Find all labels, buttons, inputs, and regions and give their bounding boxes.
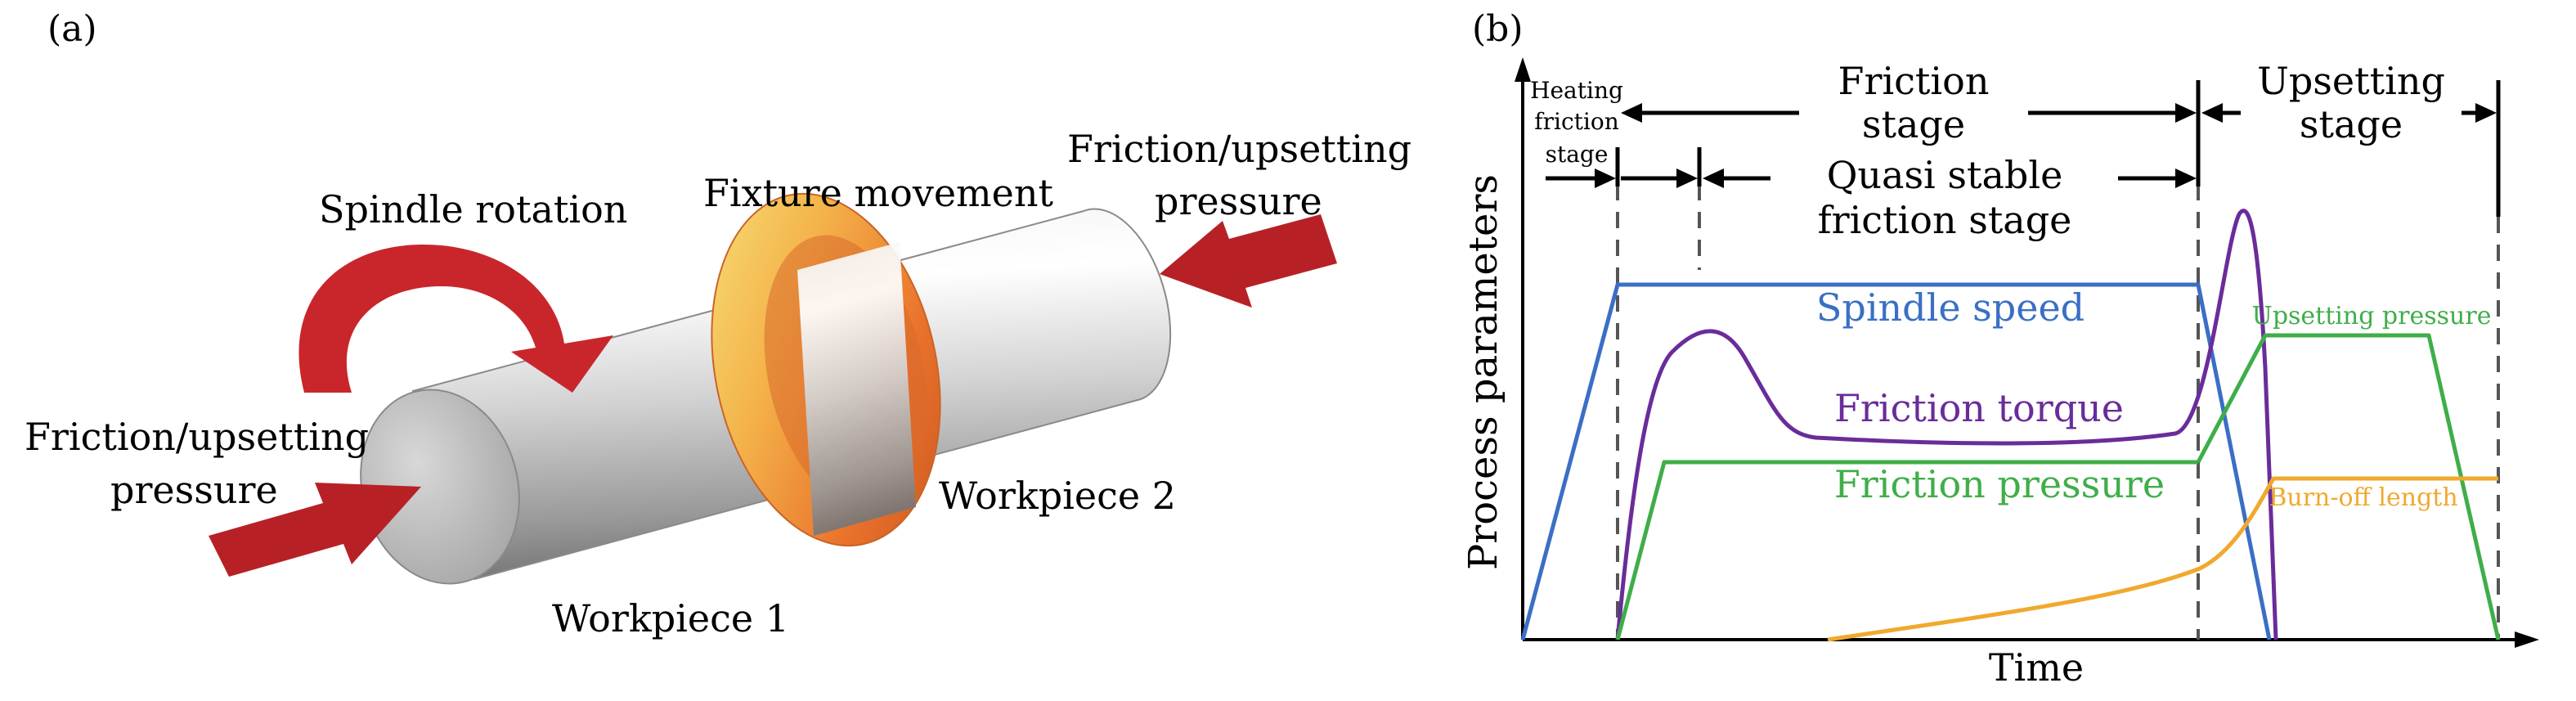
upsetting-pressure-curve [2196,333,2501,640]
upsetting-pressure-label: Upsetting pressure [2252,302,2492,330]
heating-stage-label-3: stage [1546,141,1609,168]
spindle-rotation-arrow [298,244,613,393]
friction-stage-label-1: Friction [1838,59,1990,103]
x-axis-label: Time [1989,645,2084,690]
y-axis-label: Process parameters [1461,174,1506,570]
x-axis-arrowhead [2515,631,2539,648]
pressure-left-label-2: pressure [110,468,278,512]
spindle-speed-curve [1520,282,2272,640]
workpiece-1-label: Workpiece 1 [552,596,789,640]
friction-pressure-label: Friction pressure [1834,462,2165,506]
friction-torque-curve [1615,209,2278,640]
pressure-right-label-1: Friction/upsetting [1067,127,1411,171]
heating-stage-label-2: friction [1534,108,1618,135]
pressure-left-label-1: Friction/upsetting [25,415,369,459]
heating-stage-label-1: Heating [1530,77,1623,104]
spindle-speed-label: Spindle speed [1816,285,2085,330]
pressure-right-label-2: pressure [1155,179,1322,223]
burn-off-length-curve [1827,476,2498,642]
curves [1520,209,2501,642]
stage-boundaries [1616,184,2500,640]
panel-b-label: (b) [1472,8,1524,50]
axes [1515,57,2539,648]
quasi-stage-label-2: friction stage [1818,198,2072,242]
upsetting-stage-label-1: Upsetting [2257,59,2445,103]
friction-torque-label: Friction torque [1834,386,2124,430]
panel-b: (b) Process parameters Time [1461,8,2539,690]
friction-stage-label-2: stage [1862,102,1965,146]
fixture-ring [711,192,941,547]
burn-off-length-label: Burn-off length [2269,483,2457,512]
upsetting-stage-label-2: stage [2300,102,2403,146]
right-pressure-arrow [1160,214,1337,308]
y-axis-arrowhead [1515,57,1531,82]
fixture-movement-label: Fixture movement [703,171,1054,215]
panel-a-label: (a) [47,8,97,50]
panel-a: (a) Spindle rotation Fixture movement Fr… [25,8,1411,640]
stage-arrows [1546,103,2497,188]
quasi-stage-label-1: Quasi stable [1827,153,2063,197]
left-pressure-arrow [209,483,421,577]
stage-boundary-ticks [1615,80,2501,217]
friction-pressure-curve [1615,460,2198,640]
spindle-rotation-label: Spindle rotation [319,187,627,231]
workpiece-2-label: Workpiece 2 [939,474,1176,518]
